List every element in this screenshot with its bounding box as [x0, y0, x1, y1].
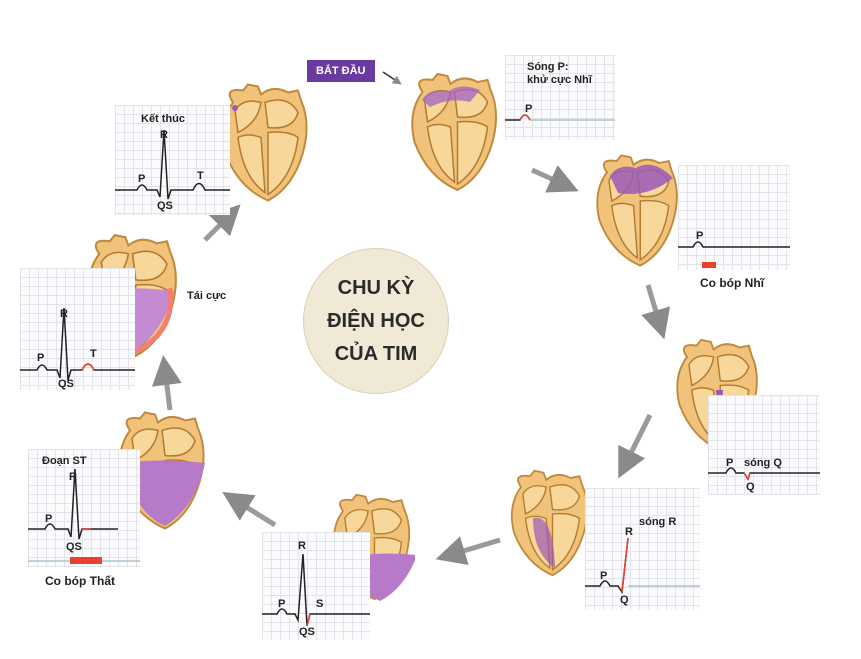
p-label: P — [138, 173, 146, 185]
caption-atrial-contraction: Co bóp Nhĩ — [700, 276, 764, 290]
heart-stage-6 — [110, 408, 205, 533]
repolarization-label: Tái cực — [187, 290, 227, 302]
p-label: P — [600, 570, 608, 582]
ecg-panel-7: R P T QS — [20, 268, 135, 390]
end-title: Kết thúc — [141, 113, 185, 125]
q-wave-label: sóng Q — [744, 457, 782, 469]
title-line: CỦA TIM — [334, 342, 418, 365]
qs-label: QS — [157, 200, 173, 212]
q-label: Q — [620, 594, 629, 606]
q-label: Q — [746, 481, 755, 493]
r-label: R — [69, 471, 77, 483]
ecg-panel-4: sóng R R P Q — [585, 488, 700, 610]
p-label: P — [525, 103, 533, 115]
ecg-panel-2: P — [678, 165, 790, 270]
heart-stage-2 — [588, 148, 683, 273]
qs-label: QS — [299, 626, 315, 638]
t-label: T — [90, 348, 97, 360]
p-label: P — [45, 513, 53, 525]
heart-stage-8 — [213, 80, 313, 205]
qs-label: QS — [58, 378, 74, 390]
wave-title: Sóng P: — [527, 61, 569, 73]
center-title: CHU KỲ ĐIỆN HỌC CỦA TIM — [303, 248, 449, 394]
r-label: R — [160, 129, 168, 141]
qs-label: QS — [66, 541, 82, 553]
p-label: P — [696, 230, 704, 242]
ecg-panel-1: Sóng P: khử cực Nhĩ P — [505, 55, 615, 140]
s-label: S — [316, 598, 324, 610]
r-label: R — [60, 308, 68, 320]
heart-stage-1 — [400, 72, 505, 192]
ecg-panel-5: R P S QS — [262, 532, 370, 640]
p-label: P — [37, 352, 45, 364]
title-line: ĐIỆN HỌC — [327, 309, 425, 332]
ecg-panel-6: Đoạn ST R P QS — [28, 449, 140, 567]
title-line: CHU KỲ — [337, 276, 415, 299]
wave-subtitle: khử cực Nhĩ — [527, 74, 592, 86]
t-label: T — [197, 170, 204, 182]
r-label: R — [625, 526, 633, 538]
r-label: R — [298, 540, 306, 552]
ecg-panel-3: P sóng Q Q — [708, 395, 820, 495]
r-wave-label: sóng R — [639, 516, 677, 528]
ecg-panel-8: Kết thúc R P T QS — [115, 105, 230, 215]
heart-stage-4 — [503, 458, 593, 588]
st-segment-title: Đoạn ST — [42, 455, 87, 467]
p-label: P — [278, 598, 286, 610]
caption-ventricular-contraction: Co bóp Thất — [45, 574, 115, 588]
p-label: P — [726, 457, 734, 469]
start-label: BẮT ĐẦU — [307, 60, 375, 82]
